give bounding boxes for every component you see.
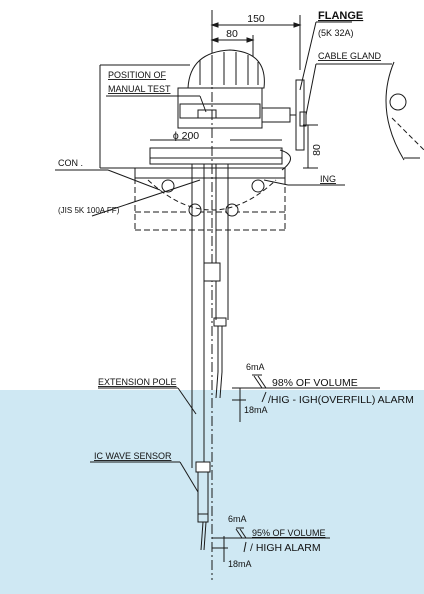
dim-80-vertical: 80: [311, 144, 323, 156]
extension-pole-label: EXTENSION POLE: [98, 377, 177, 387]
dim-phi-200: ϕ 200: [173, 130, 199, 142]
con-label: CON .: [58, 158, 83, 168]
dim-80: 80: [226, 28, 238, 40]
lower-ma-bottom: 18mA: [228, 559, 252, 569]
ic-wave-sensor-label: IC WAVE SENSOR: [94, 451, 172, 461]
upper-alarm: /HIG - IGH(OVERFILL) ALARM: [268, 394, 414, 406]
upper-ma-top: 6mA: [246, 362, 265, 372]
ing-label: ING: [320, 174, 336, 184]
lower-ma-top: 6mA: [228, 514, 247, 524]
flange-label: FLANGE: [318, 10, 363, 22]
lower-alarm: / HIGH ALARM: [250, 542, 321, 554]
lower-volume: 95% OF VOLUME: [252, 528, 326, 538]
jis-label: (JIS 5K 100A FF): [58, 206, 120, 215]
manual-test-label: MANUAL TEST: [108, 84, 171, 94]
upper-ma-bottom: 18mA: [244, 405, 268, 415]
flange-spec-label: (5K 32A): [318, 28, 354, 38]
dim-150: 150: [247, 13, 265, 25]
cable-gland-label: CABLE GLAND: [318, 51, 382, 61]
upper-volume: 98% OF VOLUME: [272, 377, 358, 389]
position-of-label: POSITION OF: [108, 70, 167, 80]
